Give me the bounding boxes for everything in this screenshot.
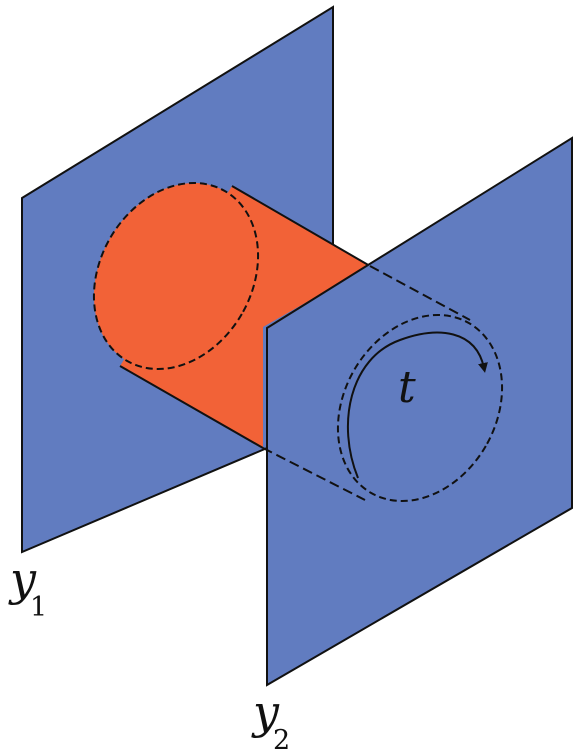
tube-near-cap <box>92 182 260 370</box>
plane-y2 <box>266 136 573 687</box>
tube-far-cap <box>336 314 504 502</box>
label-y1: y <box>8 552 37 606</box>
tube-body <box>120 186 370 448</box>
tube-hidden-section <box>262 265 504 502</box>
tube-between-planes <box>92 182 371 449</box>
loop-t-curve <box>346 331 488 479</box>
label-y1-subscript: 1 <box>30 592 47 623</box>
tube-hidden-edge-bottom <box>262 447 366 501</box>
tube-hidden-edge-top <box>369 265 471 321</box>
label-y2-subscript: 2 <box>273 725 290 754</box>
label-t: t <box>398 362 416 413</box>
tube-edge-top <box>231 185 371 267</box>
label-y2: y <box>251 685 280 739</box>
tube-edge-bottom <box>119 365 264 449</box>
